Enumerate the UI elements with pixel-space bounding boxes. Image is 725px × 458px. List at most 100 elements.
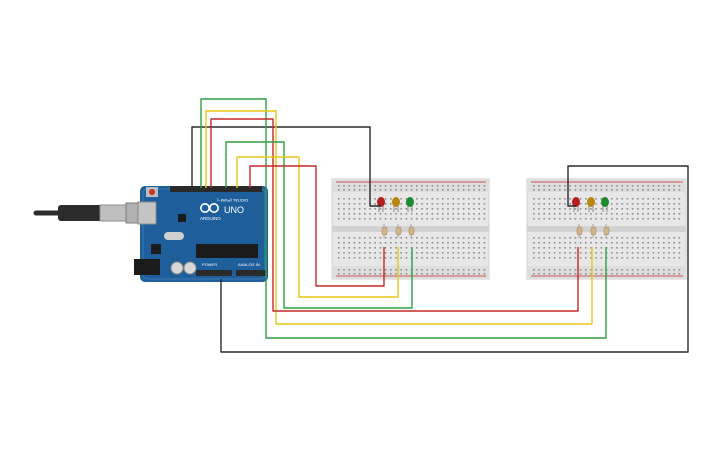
- breadboard-hole[interactable]: [478, 198, 480, 200]
- breadboard-hole[interactable]: [452, 203, 454, 205]
- breadboard-hole[interactable]: [483, 208, 486, 210]
- breadboard-hole[interactable]: [553, 252, 556, 254]
- breadboard-hole[interactable]: [678, 203, 681, 205]
- breadboard-hole[interactable]: [569, 252, 571, 254]
- breadboard-hole[interactable]: [431, 189, 434, 191]
- breadboard-hole[interactable]: [421, 208, 423, 210]
- breadboard-hole[interactable]: [483, 185, 486, 187]
- breadboard-hole[interactable]: [426, 208, 428, 210]
- breadboard-hole[interactable]: [374, 237, 376, 239]
- breadboard-hole[interactable]: [416, 269, 418, 271]
- breadboard-hole[interactable]: [374, 208, 376, 210]
- breadboard-hole[interactable]: [595, 208, 597, 210]
- breadboard-hole[interactable]: [447, 273, 449, 275]
- breadboard-hole[interactable]: [611, 208, 613, 210]
- breadboard-hole[interactable]: [543, 237, 545, 239]
- breadboard-hole[interactable]: [462, 269, 465, 271]
- breadboard-hole[interactable]: [468, 247, 470, 249]
- breadboard-hole[interactable]: [652, 203, 655, 205]
- breadboard-hole[interactable]: [652, 213, 655, 215]
- breadboard-hole[interactable]: [559, 185, 561, 187]
- breadboard-hole[interactable]: [678, 237, 681, 239]
- breadboard-hole[interactable]: [626, 189, 629, 191]
- breadboard-hole[interactable]: [462, 198, 465, 200]
- breadboard-hole[interactable]: [348, 198, 350, 200]
- led-green-left[interactable]: [406, 197, 414, 212]
- breadboard-hole[interactable]: [647, 208, 649, 210]
- breadboard-hole[interactable]: [585, 247, 587, 249]
- breadboard-hole[interactable]: [657, 218, 660, 220]
- breadboard-hole[interactable]: [657, 273, 660, 275]
- breadboard-hole[interactable]: [673, 208, 675, 210]
- breadboard-hole[interactable]: [358, 257, 361, 259]
- breadboard-hole[interactable]: [637, 247, 639, 249]
- breadboard-hole[interactable]: [374, 218, 376, 220]
- breadboard-hole[interactable]: [395, 189, 397, 191]
- breadboard-hole[interactable]: [548, 237, 551, 239]
- breadboard-hole[interactable]: [384, 198, 387, 200]
- breadboard-hole[interactable]: [663, 242, 665, 244]
- breadboard-hole[interactable]: [621, 213, 623, 215]
- breadboard-hole[interactable]: [538, 213, 540, 215]
- breadboard-hole[interactable]: [637, 198, 639, 200]
- breadboard-hole[interactable]: [384, 189, 387, 191]
- breadboard-hole[interactable]: [416, 213, 418, 215]
- breadboard-hole[interactable]: [538, 257, 540, 259]
- breadboard-hole[interactable]: [543, 185, 545, 187]
- breadboard-hole[interactable]: [348, 237, 350, 239]
- breadboard-hole[interactable]: [611, 257, 613, 259]
- breadboard-hole[interactable]: [637, 203, 639, 205]
- breadboard-hole[interactable]: [533, 269, 535, 271]
- breadboard-hole[interactable]: [652, 269, 655, 271]
- breadboard-hole[interactable]: [564, 257, 566, 259]
- breadboard-hole[interactable]: [626, 237, 629, 239]
- breadboard-hole[interactable]: [652, 257, 655, 259]
- resistor-left-1[interactable]: [381, 224, 388, 238]
- breadboard-hole[interactable]: [483, 218, 486, 220]
- breadboard-hole[interactable]: [673, 252, 675, 254]
- breadboard-hole[interactable]: [574, 218, 577, 220]
- breadboard-hole[interactable]: [395, 185, 397, 187]
- breadboard-hole[interactable]: [473, 257, 475, 259]
- breadboard-hole[interactable]: [678, 252, 681, 254]
- breadboard-hole[interactable]: [553, 203, 556, 205]
- breadboard-hole[interactable]: [442, 257, 444, 259]
- breadboard-hole[interactable]: [657, 189, 660, 191]
- breadboard-hole[interactable]: [574, 185, 577, 187]
- breadboard-hole[interactable]: [574, 252, 577, 254]
- breadboard-hole[interactable]: [642, 252, 644, 254]
- breadboard-hole[interactable]: [637, 269, 639, 271]
- breadboard-hole[interactable]: [364, 203, 366, 205]
- breadboard-hole[interactable]: [652, 198, 655, 200]
- breadboard-hole[interactable]: [452, 189, 454, 191]
- breadboard-hole[interactable]: [600, 218, 603, 220]
- breadboard-hole[interactable]: [616, 208, 618, 210]
- led-green-right[interactable]: [601, 197, 609, 212]
- breadboard-hole[interactable]: [468, 269, 470, 271]
- breadboard-hole[interactable]: [473, 247, 475, 249]
- breadboard-hole[interactable]: [631, 203, 634, 205]
- breadboard-hole[interactable]: [548, 203, 551, 205]
- breadboard-hole[interactable]: [600, 185, 603, 187]
- breadboard-hole[interactable]: [400, 257, 402, 259]
- breadboard-hole[interactable]: [657, 252, 660, 254]
- breadboard-hole[interactable]: [338, 269, 340, 271]
- breadboard-hole[interactable]: [353, 242, 356, 244]
- breadboard-hole[interactable]: [590, 252, 592, 254]
- breadboard-hole[interactable]: [673, 237, 675, 239]
- breadboard-hole[interactable]: [616, 273, 618, 275]
- breadboard-hole[interactable]: [462, 273, 465, 275]
- breadboard-hole[interactable]: [468, 242, 470, 244]
- breadboard-hole[interactable]: [442, 247, 444, 249]
- breadboard-hole[interactable]: [390, 257, 392, 259]
- breadboard-hole[interactable]: [533, 237, 535, 239]
- breadboard-hole[interactable]: [668, 203, 670, 205]
- breadboard-hole[interactable]: [478, 252, 480, 254]
- breadboard-hole[interactable]: [600, 257, 603, 259]
- breadboard-hole[interactable]: [559, 242, 561, 244]
- breadboard-hole[interactable]: [358, 185, 361, 187]
- breadboard-hole[interactable]: [374, 189, 376, 191]
- breadboard-hole[interactable]: [478, 257, 480, 259]
- breadboard-hole[interactable]: [543, 189, 545, 191]
- breadboard-hole[interactable]: [663, 203, 665, 205]
